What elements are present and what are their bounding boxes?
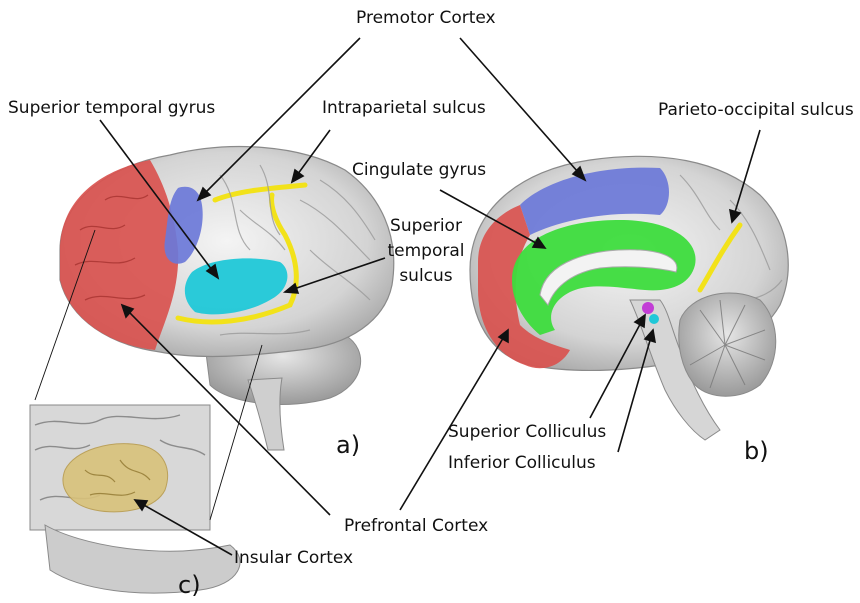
panel-label-c: c) [178, 572, 201, 598]
label-superior-temporal-gyrus: Superior temporal gyrus [8, 98, 215, 118]
lateral-brain [60, 147, 394, 450]
label-superior-colliculus: Superior Colliculus [448, 422, 606, 442]
label-superior-temporal-sulcus: Superior temporal sulcus [376, 214, 476, 289]
label-cingulate-gyrus: Cingulate gyrus [352, 160, 486, 180]
panel-label-a: a) [336, 432, 360, 458]
label-premotor-cortex: Premotor Cortex [356, 8, 496, 28]
label-prefrontal-cortex: Prefrontal Cortex [344, 516, 488, 536]
label-insular-cortex: Insular Cortex [234, 548, 353, 568]
label-intraparietal-sulcus: Intraparietal sulcus [322, 98, 486, 118]
medial-brain [470, 156, 788, 440]
insular-inset [30, 405, 240, 593]
panel-label-b: b) [744, 438, 769, 464]
prefrontal-region [60, 160, 178, 350]
label-sts-line3: sulcus [376, 264, 476, 289]
inferior-colliculus-dot [649, 314, 659, 324]
label-inferior-colliculus: Inferior Colliculus [448, 453, 596, 473]
label-parieto-occipital-sulcus: Parieto-occipital sulcus [658, 100, 854, 120]
label-sts-line1: Superior [376, 214, 476, 239]
superior-colliculus-dot [642, 302, 654, 314]
label-sts-line2: temporal [376, 239, 476, 264]
